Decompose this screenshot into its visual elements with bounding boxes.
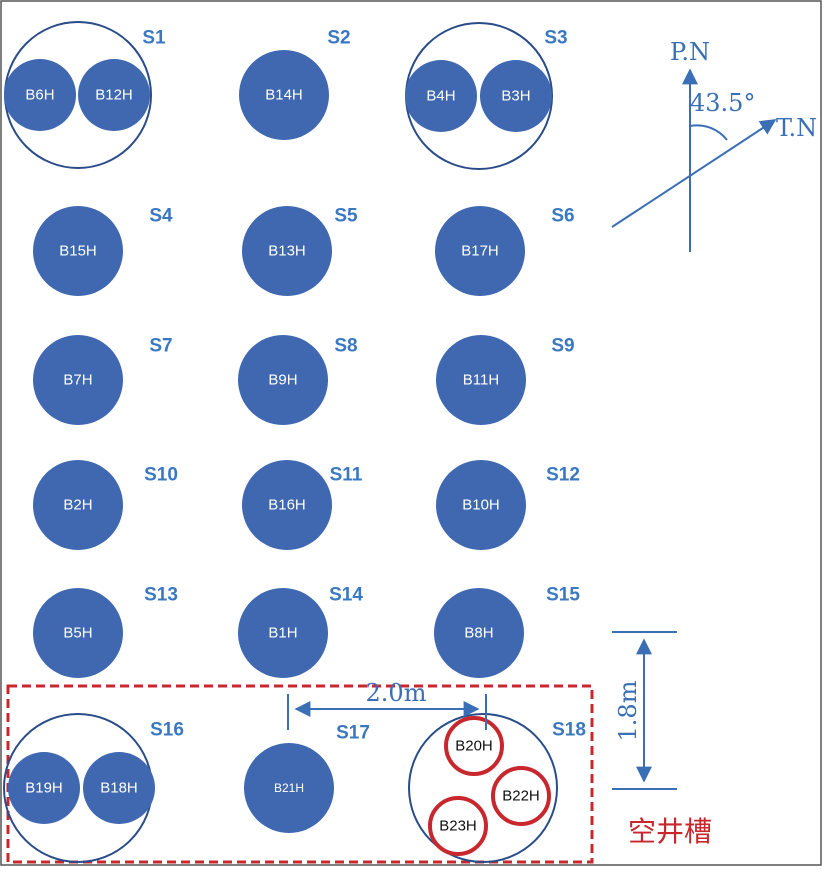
well-hole-circle bbox=[244, 743, 334, 833]
well-hole-label: B20H bbox=[455, 738, 493, 755]
site-s2: B14H S2 bbox=[239, 28, 351, 140]
well-hole-label: B18H bbox=[100, 780, 138, 797]
site-s15: B8H S15 bbox=[434, 585, 580, 678]
well-hole-label: B2H bbox=[63, 497, 92, 514]
well-hole-label: B4H bbox=[426, 88, 455, 105]
well-hole-label: B22H bbox=[502, 788, 540, 805]
well-hole-label: B3H bbox=[501, 88, 530, 105]
well-hole-circle bbox=[33, 335, 123, 425]
well-hole-label: B13H bbox=[268, 243, 306, 260]
site-label: S10 bbox=[144, 465, 178, 486]
well-hole-circle bbox=[33, 206, 123, 296]
well-hole-circle bbox=[436, 335, 526, 425]
site-label: S5 bbox=[334, 206, 358, 227]
well-hole-circle bbox=[435, 206, 525, 296]
site-label: S14 bbox=[329, 585, 363, 606]
site-s4: B15H S4 bbox=[33, 206, 173, 296]
site-label: S6 bbox=[551, 206, 574, 227]
well-hole-label: B10H bbox=[462, 497, 500, 514]
site-s16: B19H B18H S16 bbox=[3, 713, 184, 863]
site-s12: B10H S12 bbox=[436, 460, 580, 550]
empty-tank-label: 空井槽 bbox=[628, 815, 712, 848]
horizontal-dimension: 2.0m bbox=[287, 679, 487, 730]
well-hole-label: B7H bbox=[63, 372, 92, 389]
well-hole-circle bbox=[444, 716, 504, 776]
true-north-arrow bbox=[611, 119, 777, 228]
well-hole-label: B16H bbox=[268, 497, 306, 514]
site-label: S15 bbox=[546, 585, 580, 606]
well-hole-label: B21H bbox=[274, 781, 304, 795]
site-label: S8 bbox=[334, 336, 357, 357]
well-hole-label: B9H bbox=[268, 372, 297, 389]
site-s10: B2H S10 bbox=[33, 460, 178, 550]
site-label: S16 bbox=[150, 720, 184, 741]
site-s8: B9H S8 bbox=[238, 335, 358, 425]
site-label: S2 bbox=[327, 28, 350, 49]
horizontal-dimension-label: 2.0m bbox=[366, 679, 427, 707]
well-hole-label: B11H bbox=[463, 372, 499, 389]
site-boundary-circle bbox=[408, 713, 558, 863]
well-hole-label: B17H bbox=[461, 243, 499, 260]
well-hole-circle bbox=[78, 59, 150, 131]
well-hole-label: B14H bbox=[265, 87, 303, 104]
well-hole-circle bbox=[491, 766, 551, 826]
well-hole-circle bbox=[405, 60, 477, 132]
site-label: S4 bbox=[149, 206, 173, 227]
compass: P.N T.N 43.5° bbox=[611, 38, 817, 252]
well-hole-label: B5H bbox=[63, 625, 92, 642]
site-label: S1 bbox=[142, 28, 166, 49]
well-hole-label: B8H bbox=[464, 625, 493, 642]
site-s13: B5H S13 bbox=[33, 585, 178, 678]
site-s3: B4H B3H S3 bbox=[405, 22, 568, 170]
site-label: S18 bbox=[552, 720, 586, 741]
vertical-dimension: 1.8m bbox=[612, 631, 677, 790]
site-label: S9 bbox=[551, 336, 574, 357]
site-label: S7 bbox=[149, 336, 172, 357]
well-hole-circle bbox=[434, 588, 524, 678]
well-hole-circle bbox=[480, 60, 552, 132]
plant-north-label: P.N bbox=[670, 38, 710, 66]
site-s1: B6H B12H S1 bbox=[4, 21, 166, 169]
site-label: S11 bbox=[330, 465, 363, 486]
well-hole-circle bbox=[33, 460, 123, 550]
well-hole-circle bbox=[238, 588, 328, 678]
site-label: S17 bbox=[336, 723, 370, 744]
site-s11: B16H S11 bbox=[242, 460, 363, 550]
well-hole-circle bbox=[436, 460, 526, 550]
site-s18: B20H B22H B23H S18 bbox=[408, 713, 586, 863]
well-hole-circle bbox=[238, 335, 328, 425]
site-s5: B13H S5 bbox=[242, 206, 358, 296]
well-hole-label: B6H bbox=[25, 87, 54, 104]
angle-arc bbox=[689, 124, 728, 141]
well-hole-label: B23H bbox=[439, 818, 477, 835]
well-hole-circle bbox=[8, 752, 80, 824]
well-hole-circle bbox=[242, 206, 332, 296]
site-s7: B7H S7 bbox=[33, 335, 173, 425]
well-hole-label: B15H bbox=[59, 243, 97, 260]
well-hole-circle bbox=[428, 796, 488, 856]
site-s17: B21H S17 bbox=[244, 723, 370, 833]
well-hole-label: B1H bbox=[268, 625, 297, 642]
well-hole-circle bbox=[33, 588, 123, 678]
true-north-label: T.N bbox=[776, 114, 817, 142]
well-hole-circle bbox=[239, 50, 329, 140]
site-s9: B11H S9 bbox=[436, 335, 575, 425]
empty-tank-region bbox=[6, 684, 594, 864]
site-s14: B1H S14 bbox=[238, 585, 363, 678]
well-hole-circle bbox=[4, 59, 76, 131]
well-hole-label: B19H bbox=[25, 780, 63, 797]
site-label: S13 bbox=[144, 585, 178, 606]
well-hole-label: B12H bbox=[95, 87, 133, 104]
site-label: S3 bbox=[544, 28, 567, 49]
vertical-dimension-label: 1.8m bbox=[614, 680, 642, 741]
well-hole-circle bbox=[242, 460, 332, 550]
site-label: S12 bbox=[546, 465, 580, 486]
angle-label: 43.5° bbox=[690, 89, 755, 117]
site-s6: B17H S6 bbox=[435, 206, 575, 296]
well-hole-circle bbox=[83, 752, 155, 824]
